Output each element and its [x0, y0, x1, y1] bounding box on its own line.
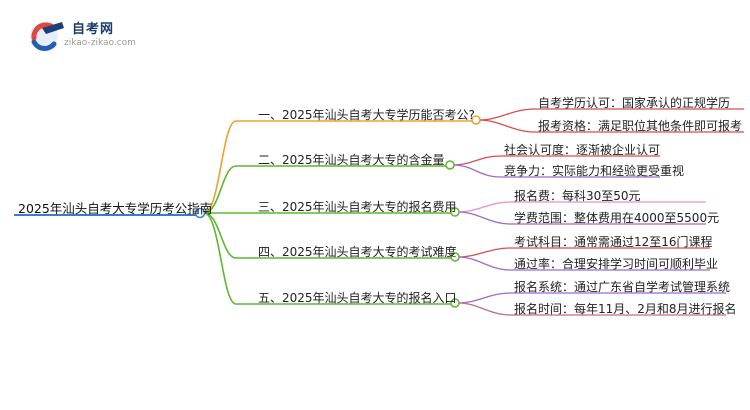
leaf-connector [458, 302, 511, 316]
branch-connector [203, 212, 237, 305]
leaf-2-1: 社会认可度：逐渐被企业认可 [504, 143, 661, 157]
branch-1-label: 一、2025年汕头自考大专学历能否考公? [258, 108, 475, 122]
branch-connector [203, 120, 237, 214]
leaf-connector [479, 119, 535, 133]
leaf-4-1: 考试科目：通常需通过12至16门课程 [514, 235, 713, 249]
logo-url: zikao-zikao.com [64, 38, 136, 48]
leaf-connector [458, 247, 511, 258]
leaf-connector [458, 256, 511, 271]
branch-2-label: 二、2025年汕头自考大专的含金量 [258, 153, 445, 167]
leaf-connector [479, 108, 535, 121]
leaf-connector [458, 201, 511, 213]
leaf-5-2: 报名时间：每年11月、2月和8月进行报名 [514, 302, 737, 316]
branch-3-label: 三、2025年汕头自考大专的报名费用 [258, 200, 457, 214]
leaf-connector [458, 211, 511, 225]
branch-5-label: 五、2025年汕头自考大专的报名入口 [258, 291, 457, 305]
leaf-3-2: 学费范围：整体费用在4000至5500元 [514, 211, 720, 225]
root-node [194, 207, 206, 219]
branch-connector [203, 165, 237, 214]
leaf-1-1: 自考学历认可：国家承认的正规学历 [538, 96, 731, 110]
root-topic: 2025年汕头自考大专学历考公指南 [18, 201, 213, 216]
branch-node [445, 160, 455, 170]
logo-title: 自考网 [72, 22, 115, 37]
site-logo: 自考网 zikao-zikao.com [24, 10, 184, 60]
graduation-cap-icon [30, 22, 64, 51]
leaf-connector [458, 292, 511, 304]
branch-4-label: 四、2025年汕头自考大专的考试难度 [258, 245, 457, 259]
leaf-5-1: 报名系统：通过广东省自学考试管理系统 [514, 280, 731, 294]
leaf-1-2: 报考资格：满足职位其他条件即可报考 [538, 119, 743, 133]
leaf-connector [453, 164, 501, 178]
leaf-4-2: 通过率：合理安排学习时间可顺利毕业 [514, 257, 719, 271]
leaf-3-1: 报名费：每科30至50元 [514, 189, 641, 203]
leaf-2-2: 竞争力：实际能力和经验更受重视 [504, 164, 685, 178]
leaf-connector [453, 155, 501, 166]
